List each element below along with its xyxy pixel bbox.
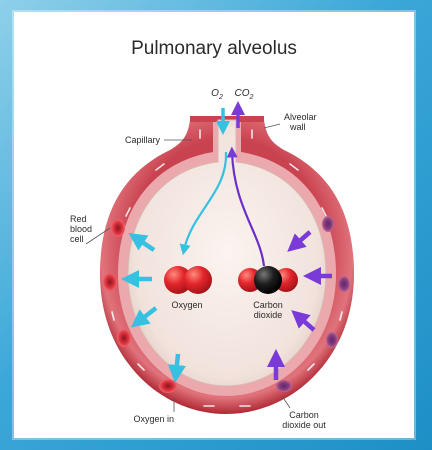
- capillary-label: Capillary: [125, 135, 161, 145]
- o2-label: O2: [211, 88, 223, 101]
- oxygen-label: Oxygen: [171, 300, 202, 310]
- diagram-title: Pulmonary alveolus: [131, 38, 297, 59]
- red-blood-cell: [338, 276, 350, 292]
- oxygen-in-label: Oxygen in: [133, 414, 174, 424]
- co2-molecule: [238, 266, 298, 294]
- red-blood-cell: [322, 216, 334, 232]
- diagram-frame: Pulmonary alveolus: [14, 12, 414, 438]
- co2-label: CO2: [235, 88, 254, 101]
- red-blood-cell: [103, 273, 117, 291]
- red-blood-cell: [117, 329, 131, 347]
- alveolus-diagram: Pulmonary alveolus: [14, 12, 414, 438]
- red-blood-cell: [276, 380, 292, 392]
- red-blood-cell: [159, 379, 177, 393]
- red-blood-cell: [326, 332, 338, 348]
- red-blood-cell: [111, 219, 125, 237]
